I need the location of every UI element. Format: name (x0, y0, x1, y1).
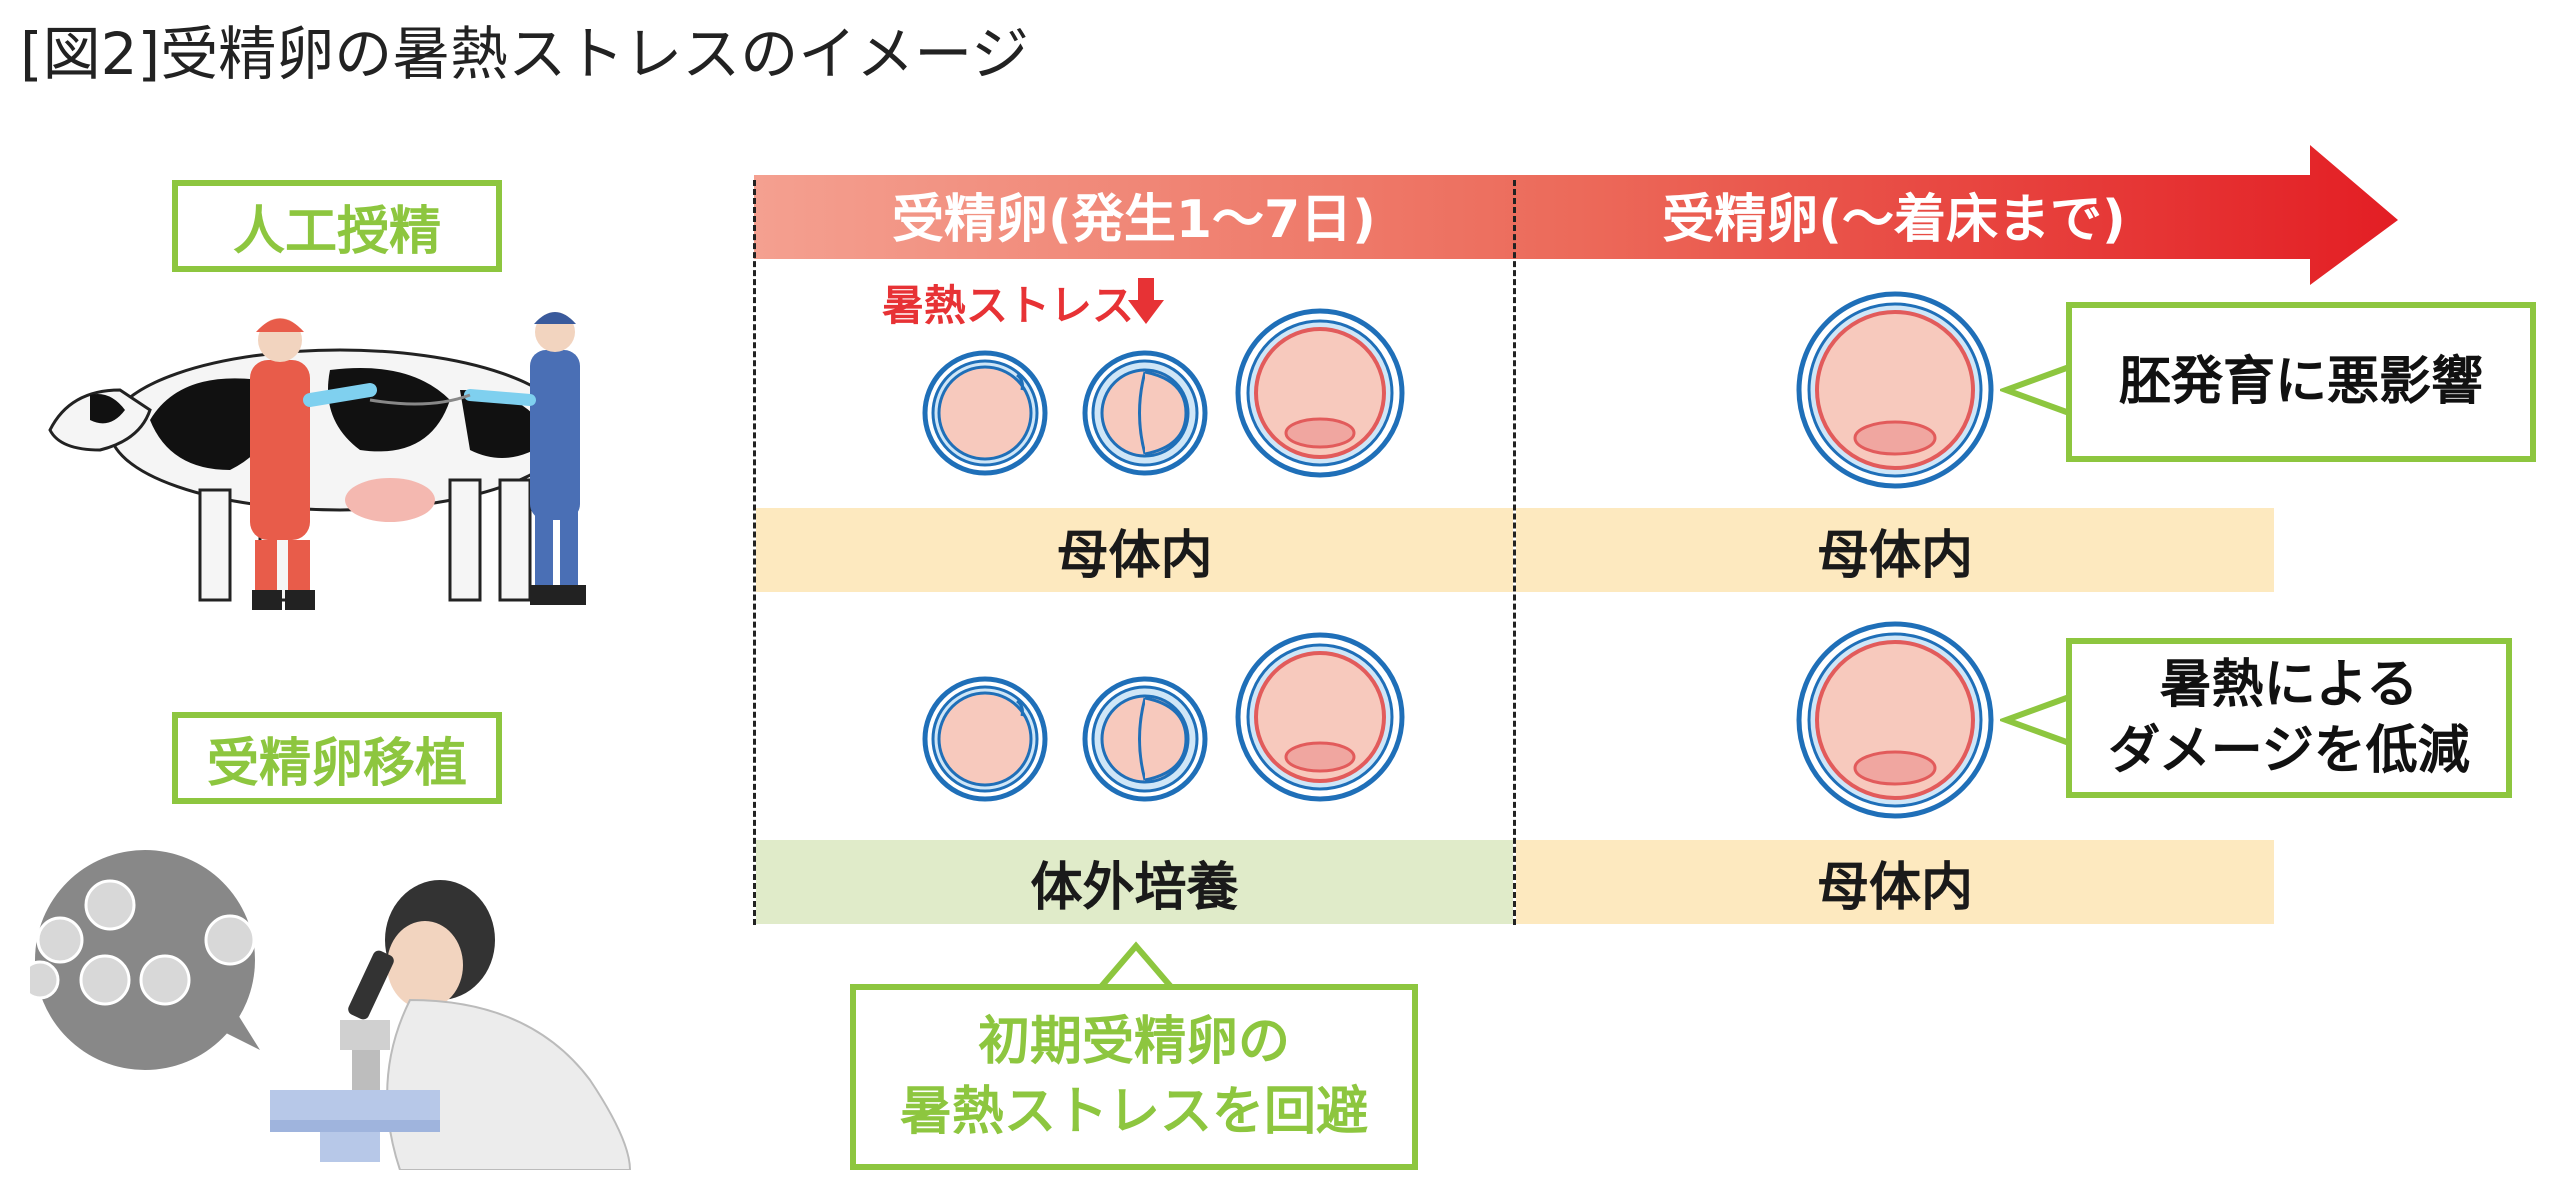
callout-bottom-line1: 初期受精卵の (977, 1012, 1290, 1072)
row2-phase2-location: 母体内 (1516, 840, 2274, 924)
embryo-2cell-row1 (1082, 350, 1208, 476)
callout-row1-pointer (2000, 363, 2074, 417)
title-text: 受精卵の暑熱ストレスのイメージ (160, 20, 1030, 88)
label-embryo-transfer-text: 受精卵移植 (206, 733, 467, 794)
down-arrow-icon (1128, 278, 1164, 324)
divider-start (753, 180, 756, 925)
microscope-illustration (30, 850, 632, 1170)
title-bracket-close: ] (137, 20, 161, 88)
callout-row1-text: 胚発育に悪影響 (2118, 352, 2483, 412)
row1-phase1-location: 母体内 (756, 508, 1513, 592)
embryo-2cell-row2 (1082, 676, 1208, 802)
heat-stress-text: 暑熱ストレス (882, 281, 1135, 330)
embryo-implant-row1 (1796, 291, 1994, 489)
cow-illustration (48, 312, 586, 610)
callout-row2: 暑熱による ダメージを低減 (2066, 638, 2512, 798)
title-fig-label: 図2 (42, 20, 138, 88)
row1-phase1-location-text: 母体内 (1056, 525, 1213, 586)
callout-row2-line1: 暑熱による (2159, 655, 2419, 715)
timeline-arrow (754, 145, 2398, 285)
label-artificial-insemination-text: 人工授精 (232, 201, 441, 262)
callout-row2-line2: ダメージを低減 (2108, 721, 2470, 781)
callout-bottom-line2: 暑熱ストレスを回避 (899, 1082, 1368, 1142)
callout-bottom: 初期受精卵の 暑熱ストレスを回避 (850, 984, 1418, 1170)
embryo-1cell-row1 (922, 350, 1048, 476)
row1-phase2-location-text: 母体内 (1816, 525, 1973, 586)
embryo-blastocyst-row1 (1235, 308, 1405, 478)
divider-middle (1513, 180, 1516, 925)
phase1-label: 受精卵(発生1〜7日) (892, 190, 1376, 250)
row2-phase1-location-text: 体外培養 (1030, 857, 1239, 918)
title-bracket-open: [ (20, 20, 43, 88)
callout-row2-pointer (2000, 693, 2074, 747)
label-embryo-transfer: 受精卵移植 (172, 712, 502, 804)
row1-phase2-location: 母体内 (1516, 508, 2274, 592)
callout-bottom-pointer (1097, 941, 1175, 990)
callout-row1: 胚発育に悪影響 (2066, 302, 2536, 462)
heat-stress-label: 暑熱ストレス (882, 272, 1134, 333)
embryo-implant-row2 (1796, 621, 1994, 819)
figure-title: [図2]受精卵の暑熱ストレスのイメージ (20, 14, 1029, 94)
embryo-1cell-row2 (922, 676, 1048, 802)
label-artificial-insemination: 人工授精 (172, 180, 502, 272)
phase2-label: 受精卵(〜着床まで) (1662, 190, 2126, 250)
row2-phase1-location: 体外培養 (756, 840, 1513, 924)
embryo-blastocyst-row2 (1235, 632, 1405, 802)
row2-phase2-location-text: 母体内 (1816, 857, 1973, 918)
